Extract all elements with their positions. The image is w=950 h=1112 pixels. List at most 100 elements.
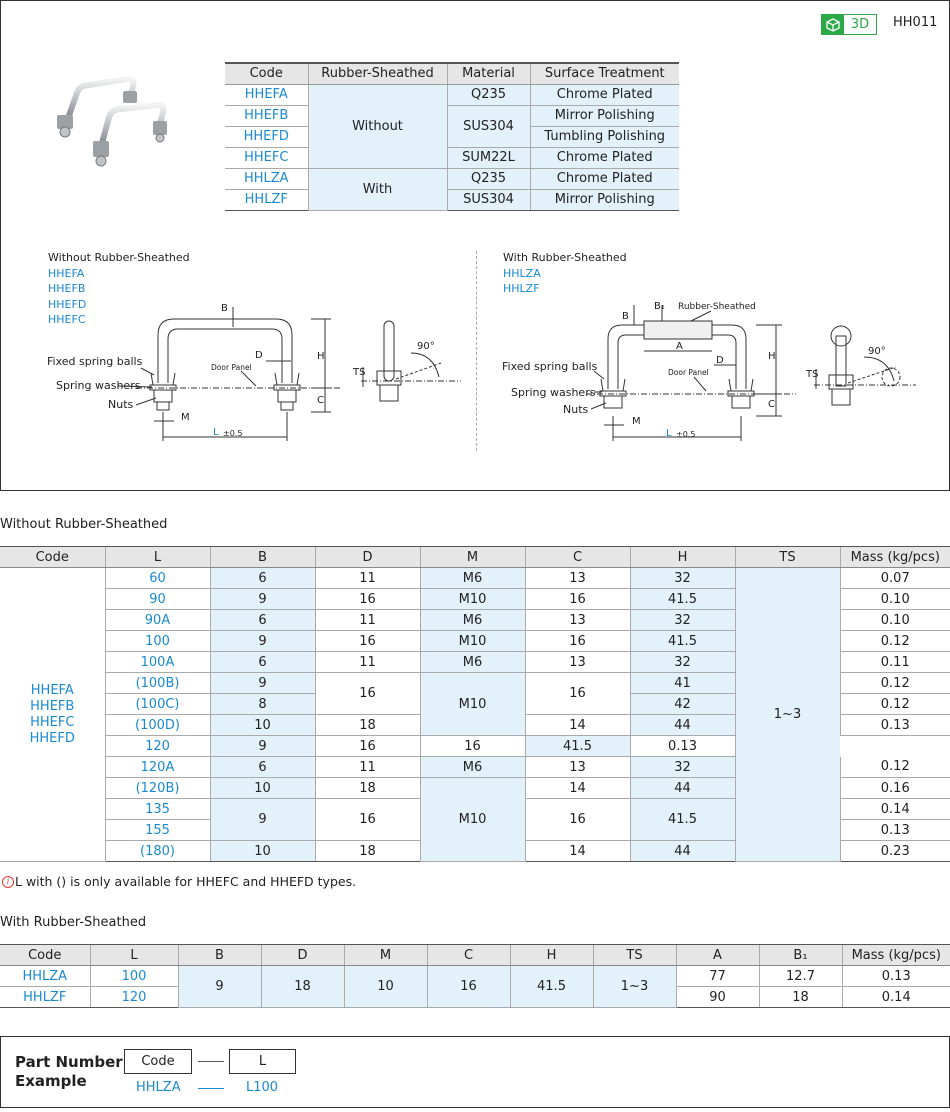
code-link[interactable]: HHLZF: [0, 986, 90, 1008]
mass-cell: 0.10: [839, 588, 950, 610]
example-separator: [198, 1088, 224, 1089]
availability-note: i L with () is only available for HHEFC …: [2, 874, 356, 889]
h-cell: 32: [629, 756, 735, 778]
material-cell: Q235: [446, 168, 530, 190]
l-cell[interactable]: 120: [104, 735, 210, 757]
material-cell: SUS304: [446, 105, 530, 148]
mass-cell: 0.11: [839, 651, 950, 673]
code-link[interactable]: HHEFB: [30, 698, 75, 714]
l-cell[interactable]: 90A: [104, 609, 210, 631]
c-cell: 13: [524, 756, 630, 778]
h-cell: 41.5: [629, 630, 735, 652]
diagram-left-code: HHEFB: [48, 282, 86, 295]
spring-washers-label: Spring washers: [511, 386, 596, 399]
l-cell[interactable]: 60: [104, 567, 210, 589]
code-link[interactable]: HHLZF: [225, 189, 308, 211]
l-cell[interactable]: 100: [89, 965, 178, 987]
h-cell: 44: [629, 840, 735, 862]
treatment-cell: Mirror Polishing: [529, 189, 679, 211]
mass-cell: 0.12: [839, 630, 950, 652]
b-cell: 10: [209, 777, 315, 799]
c-cell: 13: [524, 609, 630, 631]
m-cell: M10: [419, 630, 525, 652]
b-cell: 10: [209, 840, 315, 862]
l-cell[interactable]: (100B): [104, 672, 210, 694]
l-cell[interactable]: 120: [89, 986, 178, 1008]
code-link[interactable]: HHEFA: [30, 682, 74, 698]
code-link[interactable]: HHLZA: [225, 168, 308, 190]
code-group: HHEFA HHEFB HHEFC HHEFD: [0, 567, 105, 862]
product-code: HH011: [893, 15, 938, 30]
mass-cell: 0.13: [839, 819, 950, 841]
l-cell[interactable]: 90: [104, 588, 210, 610]
h-cell: 41.5: [509, 965, 593, 1008]
dim-ts-label: TS: [805, 369, 818, 380]
fixed-spring-balls-label: Fixed spring balls: [47, 355, 143, 368]
mass-cell: 0.14: [839, 798, 950, 820]
th-ts: TS: [592, 944, 676, 966]
d-cell: 18: [260, 965, 344, 1008]
code-link[interactable]: HHEFA: [225, 84, 308, 106]
with-section-title: With Rubber-Sheathed: [0, 915, 147, 930]
m-cell: M6: [419, 756, 525, 778]
dim-l-label: L: [666, 428, 672, 439]
l-cell[interactable]: 155: [104, 819, 210, 841]
dim-l-tol: ±0.5: [676, 430, 695, 439]
th-code: Code: [225, 62, 308, 85]
b-cell: 6: [209, 651, 315, 673]
m-cell: M10: [419, 777, 525, 862]
th-b: B: [177, 944, 261, 966]
l-cell[interactable]: 135: [104, 798, 210, 820]
l-cell[interactable]: 100A: [104, 651, 210, 673]
code-link[interactable]: HHEFD: [29, 730, 75, 746]
cube-icon: [822, 15, 844, 34]
l-cell[interactable]: (100C): [104, 693, 210, 715]
h-cell: 32: [629, 567, 735, 589]
th-code: Code: [0, 546, 105, 568]
code-link[interactable]: HHEFD: [225, 126, 308, 148]
material-cell: Q235: [446, 84, 530, 106]
code-link[interactable]: HHLZA: [0, 965, 90, 987]
diagram-left-drawing: B D H C M L ±0.5 Door Panel Fixed spring…: [47, 303, 461, 441]
h-cell: 32: [629, 609, 735, 631]
treatment-cell: Mirror Polishing: [529, 105, 679, 127]
3d-model-button[interactable]: 3D: [821, 14, 877, 35]
dim-b-label: B: [221, 303, 228, 314]
part-number-title-line1: Part Number: [15, 1053, 123, 1071]
d-cell: 18: [314, 777, 420, 799]
d-cell: 11: [314, 567, 420, 589]
th-d: D: [314, 546, 420, 568]
b-cell: 6: [209, 609, 315, 631]
l-cell[interactable]: (120B): [104, 777, 210, 799]
h-cell: 41.5: [629, 588, 735, 610]
mass-cell: 0.13: [841, 965, 950, 987]
h-cell: 41.5: [629, 798, 735, 841]
dim-c-label: C: [768, 399, 775, 410]
diagram-right-caption: With Rubber-Sheathed HHLZA HHLZF: [503, 250, 627, 297]
c-cell: 14: [524, 840, 630, 862]
code-link[interactable]: HHEFC: [30, 714, 75, 730]
l-cell[interactable]: 120A: [104, 756, 210, 778]
diagram-left-code: HHEFC: [48, 313, 86, 326]
th-code: Code: [0, 944, 90, 966]
b-cell: 9: [177, 965, 261, 1008]
a-cell: 90: [675, 986, 759, 1008]
b-cell: 9: [209, 630, 315, 652]
d-cell: 16: [314, 672, 420, 715]
b-cell: 8: [209, 693, 315, 715]
c-cell: 16: [524, 588, 630, 610]
l-cell[interactable]: 100: [104, 630, 210, 652]
code-link[interactable]: HHEFB: [225, 105, 308, 127]
th-b: B: [209, 546, 315, 568]
material-cell: SUM22L: [446, 147, 530, 169]
a-cell: 77: [675, 965, 759, 987]
l-cell[interactable]: (180): [104, 840, 210, 862]
th-m: M: [343, 944, 427, 966]
code-link[interactable]: HHEFC: [225, 147, 308, 169]
mass-cell: 0.12: [839, 693, 950, 715]
treatment-cell: Chrome Plated: [529, 168, 679, 190]
dim-m-label: M: [181, 412, 190, 423]
dim-b1-label: B₁: [654, 301, 665, 312]
l-cell[interactable]: (100D): [104, 714, 210, 736]
dim-c-label: C: [317, 395, 324, 406]
